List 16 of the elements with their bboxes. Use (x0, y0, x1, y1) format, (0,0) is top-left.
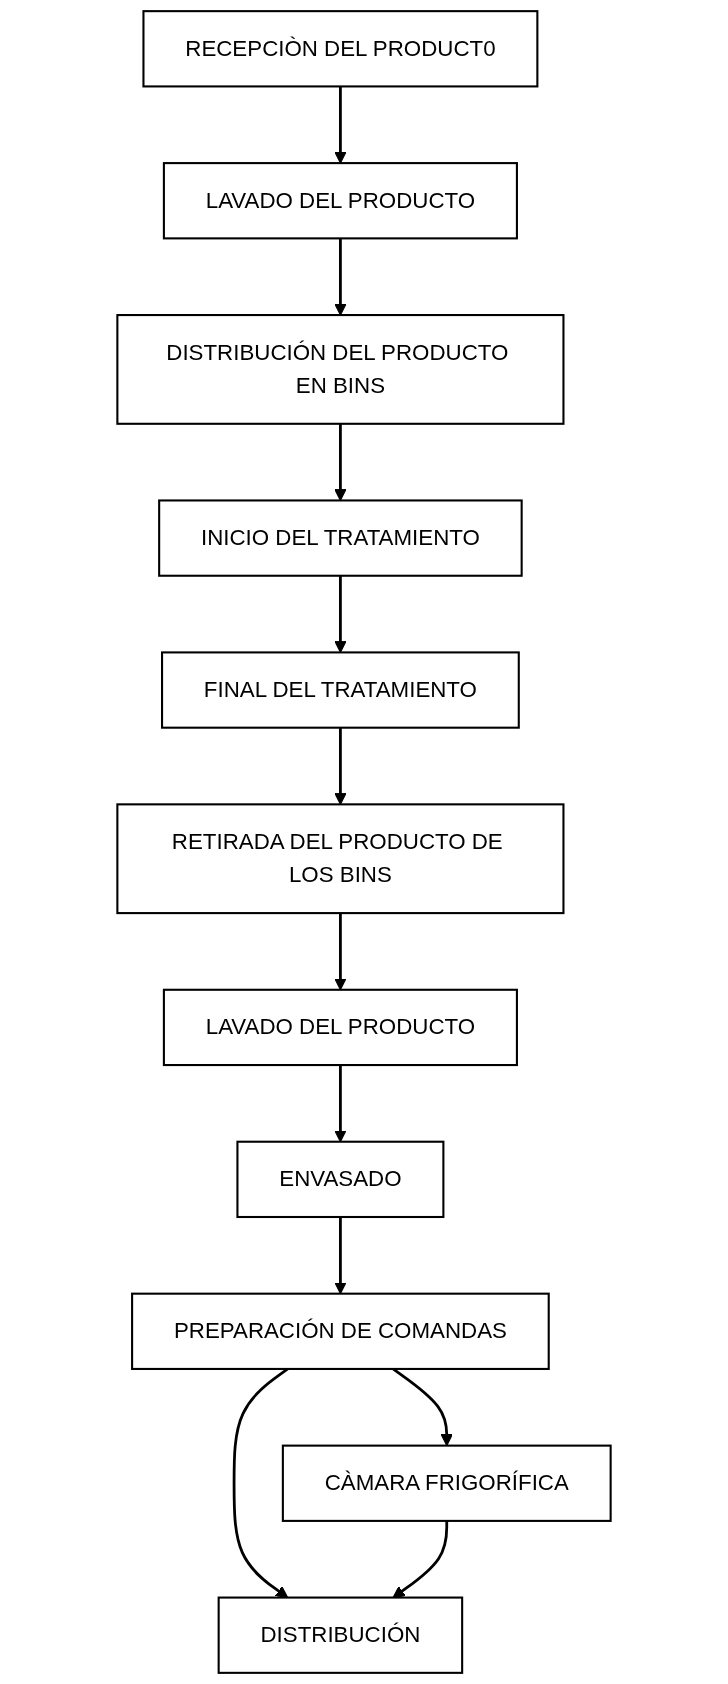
node-box: LAVADO DEL PRODUCTO (162, 988, 518, 1067)
arrow (334, 86, 347, 164)
arrow (334, 238, 347, 316)
node-box: LAVADO DEL PRODUCTO (162, 162, 518, 240)
node-box: RECEPCIÒN DEL PRODUCT0 (142, 10, 539, 88)
node-box: DISTRIBUCIÓN DEL PRODUCTO EN BINS (116, 314, 565, 425)
arrow (334, 575, 347, 653)
node-box: FINAL DEL TRATAMIENTO (161, 651, 520, 729)
node-box: CÀMARA FRIGORÍFICA (281, 1444, 612, 1522)
node-box: ENVASADO (236, 1140, 445, 1219)
node-box: DISTRIBUCIÓN (217, 1596, 464, 1674)
node-box: INICIO DEL TRATAMIENTO (158, 499, 523, 577)
arrow (334, 727, 347, 805)
node-box: PREPARACIÓN DE COMANDAS (131, 1292, 550, 1370)
node-box: RETIRADA DEL PRODUCTO DE LOS BINS (116, 803, 565, 915)
arrow (334, 423, 347, 501)
